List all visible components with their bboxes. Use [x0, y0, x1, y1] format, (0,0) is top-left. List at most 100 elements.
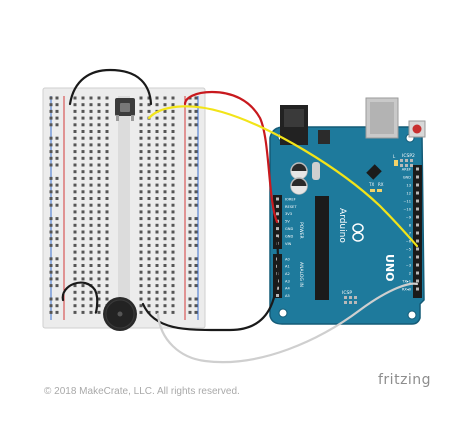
- breadboard-hole: [188, 243, 192, 247]
- breadboard-hole: [97, 310, 101, 314]
- breadboard-hole: [188, 230, 192, 234]
- breadboard-hole: [155, 304, 159, 308]
- breadboard-hole: [171, 197, 175, 200]
- pin-label: AREF: [402, 167, 411, 171]
- breadboard-hole: [147, 136, 151, 140]
- breadboard-hole: [81, 217, 85, 221]
- usb-chip: [366, 164, 382, 180]
- breadboard-hole: [81, 156, 85, 160]
- mount-hole: [278, 308, 288, 318]
- breadboard-hole: [73, 237, 77, 241]
- breadboard-hole: [194, 223, 198, 227]
- pin-label: TX▸1: [401, 279, 411, 283]
- breadboard-hole: [155, 210, 159, 214]
- breadboard-hole: [147, 270, 151, 274]
- breadboard-hole: [81, 197, 85, 200]
- breadboard-hole: [81, 230, 85, 234]
- breadboard-hole: [49, 237, 53, 241]
- breadboard-hole: [105, 203, 109, 207]
- breadboard-hole: [105, 297, 109, 301]
- pin-label: 3V3: [285, 212, 292, 216]
- breadboard-hole: [194, 237, 198, 241]
- breadboard-hole: [139, 304, 143, 308]
- header-pin: [416, 215, 419, 219]
- breadboard-hole: [89, 230, 93, 234]
- breadboard-hole: [188, 143, 192, 147]
- breadboard-hole: [147, 264, 151, 267]
- breadboard-hole: [55, 217, 59, 221]
- icsp-pin: [344, 296, 347, 299]
- breadboard-hole: [171, 217, 175, 221]
- breadboard-hole: [89, 250, 93, 254]
- atmega-chip: [315, 196, 329, 300]
- icsp-pin: [410, 164, 413, 167]
- breadboard-hole: [105, 250, 109, 254]
- breadboard-hole: [105, 96, 109, 100]
- breadboard-hole: [81, 103, 85, 107]
- header-pin: [416, 231, 419, 235]
- power-header-label: POWER: [298, 222, 304, 239]
- breadboard-hole: [155, 170, 159, 174]
- breadboard-hole: [194, 143, 198, 147]
- breadboard-hole: [81, 163, 85, 167]
- analog-header-label: ANALOG IN: [298, 262, 304, 287]
- breadboard-hole: [155, 223, 159, 227]
- breadboard-hole: [155, 136, 159, 140]
- breadboard-hole: [49, 156, 53, 160]
- breadboard-hole: [194, 109, 198, 113]
- breadboard-hole: [155, 156, 159, 160]
- breadboard-hole: [147, 297, 151, 301]
- breadboard-hole: [81, 176, 85, 180]
- breadboard-hole: [81, 170, 85, 174]
- breadboard-hole: [194, 136, 198, 140]
- breadboard-hole: [155, 297, 159, 301]
- breadboard-hole: [171, 284, 175, 288]
- header-pin: [416, 279, 419, 283]
- breadboard-hole: [188, 150, 192, 154]
- breadboard-hole: [188, 223, 192, 227]
- header-pin: [416, 271, 419, 275]
- breadboard-hole: [81, 237, 85, 241]
- breadboard-hole: [155, 183, 159, 187]
- breadboard-hole: [147, 109, 151, 113]
- breadboard-hole: [155, 203, 159, 207]
- breadboard-hole: [81, 270, 85, 274]
- breadboard-hole: [81, 143, 85, 147]
- breadboard-hole: [89, 217, 93, 221]
- breadboard-hole: [155, 217, 159, 221]
- icsp-pin: [400, 164, 403, 167]
- breadboard-hole: [139, 210, 143, 214]
- breadboard-hole: [105, 237, 109, 241]
- breadboard-hole: [139, 237, 143, 241]
- breadboard-hole: [73, 96, 77, 100]
- breadboard-hole: [49, 310, 53, 314]
- breadboard-hole: [194, 197, 198, 200]
- pin-label: 7: [409, 231, 411, 235]
- breadboard-hole: [163, 310, 167, 314]
- breadboard-hole: [147, 304, 151, 308]
- breadboard-hole: [89, 310, 93, 314]
- breadboard-hole: [194, 176, 198, 180]
- breadboard-hole: [89, 130, 93, 133]
- breadboard-hole: [105, 210, 109, 214]
- voltage-regulator: [318, 130, 330, 144]
- icsp-pin: [354, 301, 357, 304]
- breadboard-hole: [49, 223, 53, 227]
- breadboard-hole: [188, 217, 192, 221]
- breadboard-hole: [194, 96, 198, 100]
- header-pin: [416, 199, 419, 203]
- breadboard-hole: [81, 290, 85, 294]
- breadboard-hole: [55, 203, 59, 207]
- breadboard-hole: [89, 223, 93, 227]
- breadboard-hole: [73, 223, 77, 227]
- tx-label: TX: [368, 182, 374, 187]
- breadboard-hole: [155, 277, 159, 281]
- breadboard-hole: [49, 297, 53, 301]
- breadboard-hole: [49, 197, 53, 200]
- breadboard-hole: [163, 270, 167, 274]
- breadboard-hole: [49, 277, 53, 281]
- breadboard-hole: [73, 250, 77, 254]
- rx-label: RX: [378, 182, 384, 187]
- breadboard-hole: [171, 237, 175, 241]
- breadboard-hole: [49, 284, 53, 288]
